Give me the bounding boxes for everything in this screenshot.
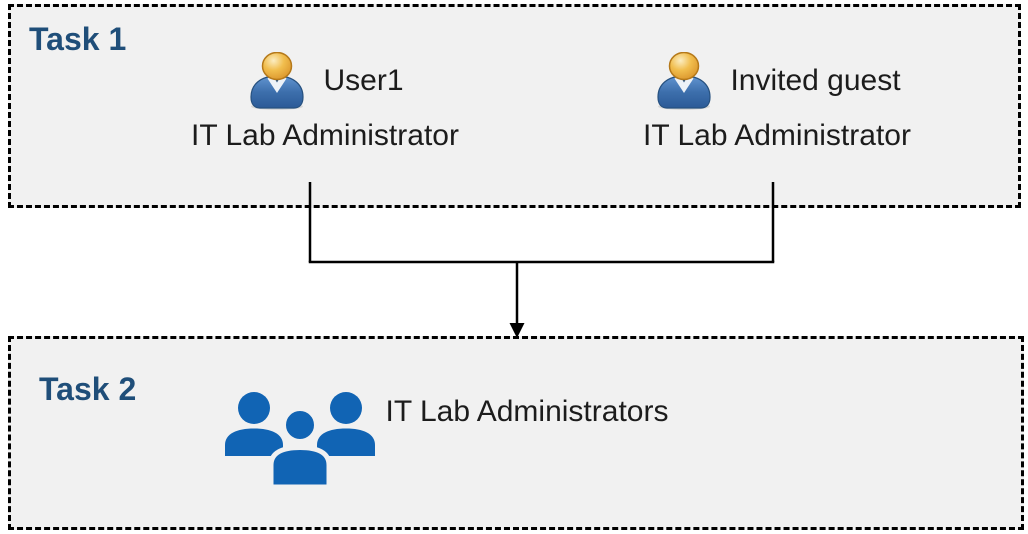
person-role: IT Lab Administrator — [643, 119, 911, 152]
group-icon — [221, 389, 379, 489]
person-name: User1 — [323, 64, 404, 97]
task2-label: Task 2 — [39, 371, 137, 407]
person-role: IT Lab Administrator — [191, 119, 459, 152]
person-icon — [653, 52, 715, 110]
person-entry-user1: User1 IT Lab Administrator — [105, 51, 545, 153]
task1-label: Task 1 — [29, 21, 127, 57]
person-head-row: Invited guest — [557, 51, 997, 111]
group-name: IT Lab Administrators — [385, 395, 669, 428]
person-head-row: User1 — [105, 51, 545, 111]
person-entry-invited-guest: Invited guest IT Lab Administrator — [557, 51, 997, 153]
task2-box: Task 2 IT Lab Administrators — [8, 336, 1024, 530]
person-name: Invited guest — [730, 64, 901, 97]
person-icon — [246, 52, 308, 110]
task1-box: Task 1 — [8, 4, 1021, 208]
